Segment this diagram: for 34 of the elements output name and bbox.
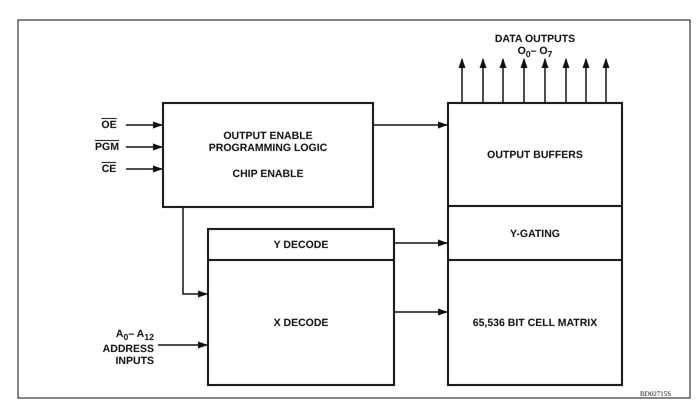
signal-label: A$_{0}$– A$_{12}$ ADDRESS INPUTS (88, 328, 154, 366)
arrow (126, 122, 163, 128)
arrow (158, 342, 208, 348)
arrow (520, 58, 528, 102)
arrow (500, 58, 506, 102)
signal-label: OE (96, 119, 122, 132)
arrow (582, 58, 590, 102)
block-label: OUTPUT ENABLE PROGRAMMING LOGIC (208, 130, 328, 154)
arrow (395, 240, 448, 246)
block-label: CHIP ENABLE (232, 168, 304, 180)
decoder-block (207, 259, 395, 386)
gating-block (447, 205, 623, 262)
arrow (182, 208, 208, 298)
arrow (126, 166, 163, 172)
block-label: Y DECODE (274, 239, 328, 251)
arrow (395, 308, 448, 316)
arrow (480, 58, 486, 102)
block-label: 65,536 BIT CELL MATRIX (472, 316, 598, 328)
memory-block (447, 259, 623, 386)
arrow (542, 58, 548, 102)
arrow (458, 58, 466, 102)
block-label: OUTPUT BUFFERS (487, 149, 583, 161)
buffer-block (447, 102, 623, 208)
arrow (602, 58, 610, 102)
decoder-block (207, 228, 395, 262)
block-label: Y-GATING (510, 228, 560, 240)
block-label: X DECODE (274, 316, 328, 328)
arrow (562, 58, 570, 102)
signal-label: CE (96, 163, 122, 176)
signal-label: DATA OUTPUTS O$_{0}$– O$_{7}$ (455, 33, 615, 59)
arrow (126, 144, 163, 150)
signal-label: PGM (92, 141, 122, 154)
arrow (374, 122, 448, 128)
logic-block (162, 102, 374, 208)
